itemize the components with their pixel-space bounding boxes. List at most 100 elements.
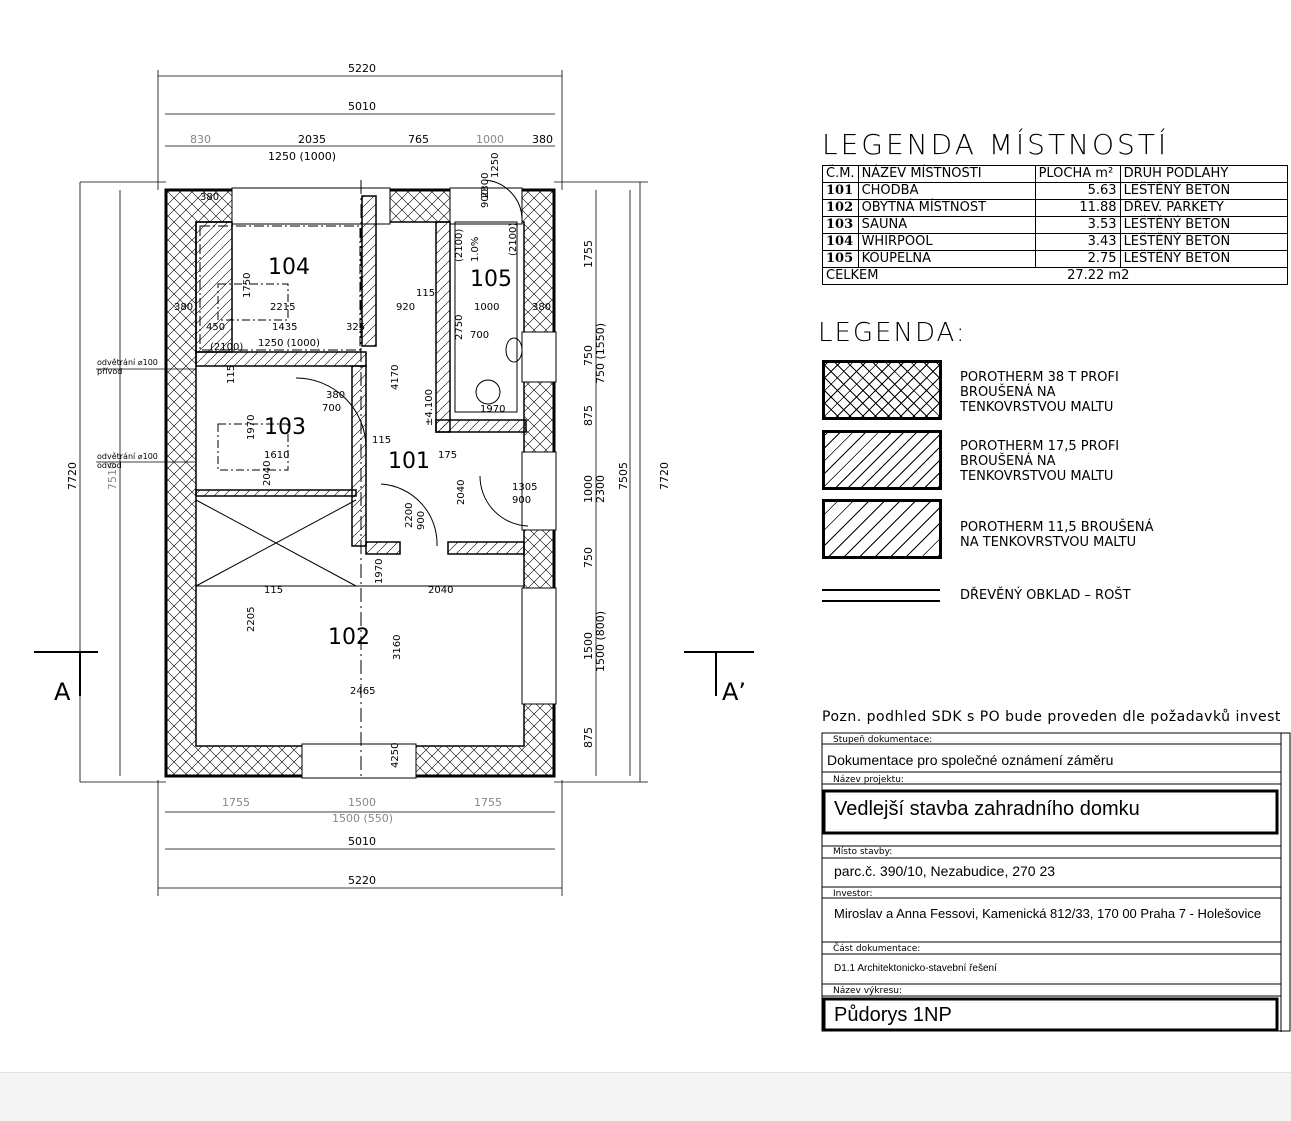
dim-inner: 1970: [480, 404, 505, 415]
room-number-103: 103: [264, 415, 306, 440]
dim-bottom-part: 1755: [222, 796, 250, 809]
dim-right-part: 875: [582, 405, 595, 426]
dim-inner: 2465: [350, 686, 375, 697]
room-floor: LEŠTĚNÝ BETON: [1119, 182, 1288, 200]
table-row: 103 SAUNA 3.53 LEŠTĚNÝ BETON: [822, 216, 1288, 234]
table-row: 105 KOUPELNA 2.75 LEŠTĚNÝ BETON: [822, 250, 1288, 268]
header-cell: DRUH PODLAHY: [1119, 165, 1288, 183]
part-value: D1.1 Architektonicko-stavební řešení: [834, 963, 997, 974]
swatch-porotherm-11: [822, 499, 942, 559]
header-cell: PLOCHA m²: [1034, 165, 1121, 183]
room-name: CHODBA: [857, 182, 1036, 200]
dim-right-part: 750: [582, 345, 595, 366]
stage-value: Dokumentace pro společné oznámení záměru: [827, 752, 1114, 768]
dim-inner: 2300: [480, 173, 491, 198]
dim-inner: 2215: [270, 302, 295, 313]
dim-bottom-part: 1755: [474, 796, 502, 809]
room-num: 103: [822, 216, 859, 234]
dim-bottom-door: 1500 (550): [332, 812, 393, 825]
fixtures: [195, 179, 529, 587]
section-mark-right: A’: [722, 678, 746, 706]
title-block: Stupeň dokumentace: Dokumentace pro spol…: [821, 732, 1291, 1032]
legend-item-text: POROTHERM 17,5 PROFI BROUŠENÁ NA TENKOVR…: [960, 439, 1120, 484]
room-floor: LEŠTĚNÝ BETON: [1119, 216, 1288, 234]
swatch-wood-cladding: [822, 589, 940, 602]
dim-inner: 2205: [246, 607, 257, 632]
vent-labels: odvětrání ⌀100 přívod odvětrání ⌀100 odv…: [97, 358, 158, 470]
dim-right-part: 1000: [582, 475, 595, 503]
total-label: CELKEM: [822, 267, 1036, 285]
dim-inner: 1305: [512, 482, 537, 493]
dim-inner: 380: [326, 390, 345, 401]
table-row: 102 OBYTNÁ MÍSTNOST 11.88 DŘEV. PARKETY: [822, 199, 1288, 217]
room-number-101: 101: [388, 449, 430, 474]
dim-inner: (2100): [508, 223, 519, 256]
dim-inner: 1250: [490, 153, 501, 178]
dim-right-inner: 7505: [617, 462, 630, 490]
room-area: 11.88: [1034, 199, 1121, 217]
floor-plan-drawing: A A’ 104 105 103 101 102 5220 5010 830 2…: [34, 62, 754, 896]
dim-inner: 115: [372, 435, 391, 446]
rooms-table: Č.M. NÁZEV MÍSTNOSTI PLOCHA m² DRUH PODL…: [822, 165, 1288, 285]
dim-top-part: 380: [532, 133, 553, 146]
dim-inner: 380: [174, 302, 193, 313]
room-area: 2.75: [1034, 250, 1121, 268]
legend-item-text: POROTHERM 38 T PROFI BROUŠENÁ NA TENKOVR…: [960, 370, 1119, 415]
header-cell: NÁZEV MÍSTNOSTI: [857, 165, 1036, 183]
dim-bottom-part: 1500: [348, 796, 376, 809]
dim-inner: 2200: [404, 503, 415, 528]
investor-label: Investor:: [833, 889, 873, 899]
dim-inner: 1970: [246, 415, 257, 440]
stage-label: Stupeň dokumentace:: [833, 735, 933, 745]
dim-top-window: 1250 (1000): [268, 150, 336, 163]
dim-inner: 2040: [428, 585, 453, 596]
dim-top-part: 765: [408, 133, 429, 146]
dim-right-part: 1755: [582, 240, 595, 268]
project-label: Název projektu:: [833, 775, 904, 785]
title-block-frame: [821, 732, 1291, 1032]
dim-right-part: 1500 (800): [594, 611, 607, 672]
dim-right-part: 1500: [582, 632, 595, 660]
room-number-105: 105: [470, 267, 512, 292]
dim-inner: 1.0%: [470, 237, 481, 262]
part-label: Část dokumentace:: [833, 944, 921, 954]
dim-left-inner: 7510: [106, 462, 119, 490]
room-floor: DŘEV. PARKETY: [1119, 199, 1288, 217]
total-value: 27.22 m2: [1035, 267, 1288, 285]
project-value: Vedlejší stavba zahradního domku: [834, 798, 1140, 820]
dim-inner: (2100): [454, 229, 465, 262]
dim-right-part: 875: [582, 727, 595, 748]
dim-inner: 115: [226, 365, 237, 384]
viewer-bottom-bar: [0, 1072, 1291, 1121]
room-num: 105: [822, 250, 859, 268]
dim-bottom-inner: 5010: [348, 835, 376, 848]
dim-inner: 1750: [242, 273, 253, 298]
dim-bottom-overall: 5220: [348, 874, 376, 887]
room-name: KOUPELNA: [857, 250, 1036, 268]
room-name: SAUNA: [857, 216, 1036, 234]
legend-item-text: DŘEVĚNÝ OBKLAD – ROŠT: [960, 588, 1131, 603]
dim-top-part: 1000: [476, 133, 504, 146]
room-name: OBYTNÁ MÍSTNOST: [857, 199, 1036, 217]
dim-right-part: 2300: [594, 475, 607, 503]
dim-inner: 900: [512, 495, 531, 506]
dim-inner: 2040: [262, 461, 273, 486]
site-label: Místo stavby:: [833, 847, 893, 857]
dim-inner: 4250: [390, 743, 401, 768]
rooms-legend-title: LEGENDA MÍSTNOSTÍ: [822, 128, 1170, 161]
vent-label: odvětrání ⌀100: [97, 452, 158, 461]
room-number-104: 104: [268, 255, 310, 280]
dim-inner: 175: [438, 450, 457, 461]
vent-label: přívod: [97, 367, 122, 376]
vent-label: odvod: [97, 461, 122, 470]
room-floor: LEŠTĚNÝ BETON: [1119, 233, 1288, 251]
rooms-table-header: Č.M. NÁZEV MÍSTNOSTI PLOCHA m² DRUH PODL…: [822, 165, 1288, 183]
dim-inner: 1435: [272, 322, 297, 333]
interior-walls: [195, 195, 527, 555]
dimension-lines: [79, 70, 648, 896]
dim-inner: 900: [480, 189, 491, 208]
dim-inner: 700: [470, 330, 489, 341]
dim-top-inner: 5010: [348, 100, 376, 113]
drawing-value: Půdorys 1NP: [834, 1004, 952, 1026]
